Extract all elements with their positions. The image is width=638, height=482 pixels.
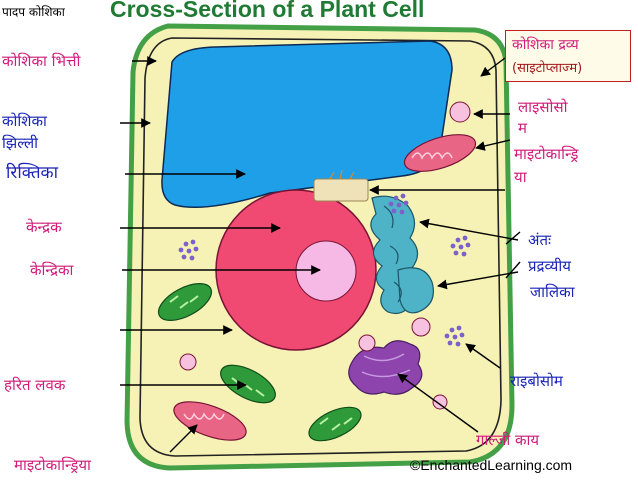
- arrow-golgi: [397, 373, 479, 433]
- arrow-cytoplasm: [480, 57, 506, 77]
- ribosome-cluster-2: [450, 235, 471, 257]
- endoplasmic-reticulum: [370, 195, 434, 315]
- ribosome-cluster-1: [178, 239, 199, 261]
- label-er-line2: प्रद्रव्यीय: [528, 257, 571, 275]
- arrow-mitochondria-right: [475, 139, 511, 151]
- mitochondria-group: [173, 134, 477, 441]
- chloroplast-grana: [169, 295, 353, 431]
- label-nucleolus: केन्द्रिका: [30, 261, 74, 279]
- ribosome-cluster-3: [444, 325, 465, 347]
- label-cytoplasm-line1: कोशिका द्रव्य: [512, 37, 579, 53]
- arrow-ribosome: [465, 343, 501, 369]
- arrow-er-2: [437, 271, 519, 290]
- label-ribosome: राइबोसोम: [510, 372, 563, 390]
- label-golgi: गाल्जी काय: [476, 431, 540, 449]
- label-nucleus: केन्द्रक: [26, 218, 62, 236]
- ribosome-cluster-4: [388, 193, 409, 215]
- mitochondria-cristae: [183, 152, 453, 420]
- chloroplast-1: [157, 283, 213, 321]
- label-cell-membrane-line1: कोशिका: [2, 112, 47, 130]
- lysosome-group: [179, 101, 471, 410]
- credit-text: ©EnchantedLearning.com: [410, 457, 573, 473]
- arrow-er-1: [419, 218, 519, 241]
- label-er-line1: अंतः: [528, 231, 552, 249]
- vesicle-4: [432, 394, 448, 410]
- label-er-line3: जालिका: [530, 283, 575, 301]
- cytoplasm-label-box: कोशिका द्रव्य (साइटोप्लाज्म): [505, 30, 631, 82]
- diagram-title: Cross-Section of a Plant Cell: [110, 0, 425, 22]
- pointer-arrows: [120, 56, 519, 453]
- label-chloroplast: हरित लवक: [4, 376, 66, 394]
- nucleolus: [295, 240, 357, 302]
- er-bracket: [505, 231, 521, 279]
- label-lysosome-line2: म: [518, 119, 527, 137]
- cell-membrane: [139, 37, 502, 457]
- vesicle-2: [411, 317, 431, 337]
- label-vacuole: रिक्तिका: [6, 163, 59, 183]
- arrow-mitochondria-bottom: [169, 424, 198, 453]
- chloroplast-3: [308, 406, 362, 442]
- label-mitochondria-right-line2: या: [514, 168, 527, 186]
- ribosome-group: [178, 193, 471, 347]
- lysosome-1: [449, 101, 471, 123]
- vesicle-3: [358, 334, 376, 352]
- centrosome-fibres: [329, 169, 355, 180]
- label-mitochondria-bottom: माइटोकान्ड्रिया: [14, 456, 91, 474]
- diagram-subtitle: पादप कोशिका: [2, 5, 65, 19]
- label-mitochondria-right-line1: माइटोकान्ड्रि: [514, 145, 579, 163]
- mitochondrion-bottom: [173, 401, 247, 441]
- label-cell-membrane-line2: झिल्ली: [2, 134, 39, 152]
- label-lysosome-line1: लाइसोसो: [518, 98, 568, 116]
- label-cell-wall: कोशिका भित्ती: [2, 52, 81, 70]
- golgi-folds: [361, 353, 411, 378]
- centrosome: [313, 178, 369, 202]
- label-cytoplasm-line2: (साइटोप्लाज्म): [512, 61, 583, 76]
- vesicle-1: [179, 353, 197, 371]
